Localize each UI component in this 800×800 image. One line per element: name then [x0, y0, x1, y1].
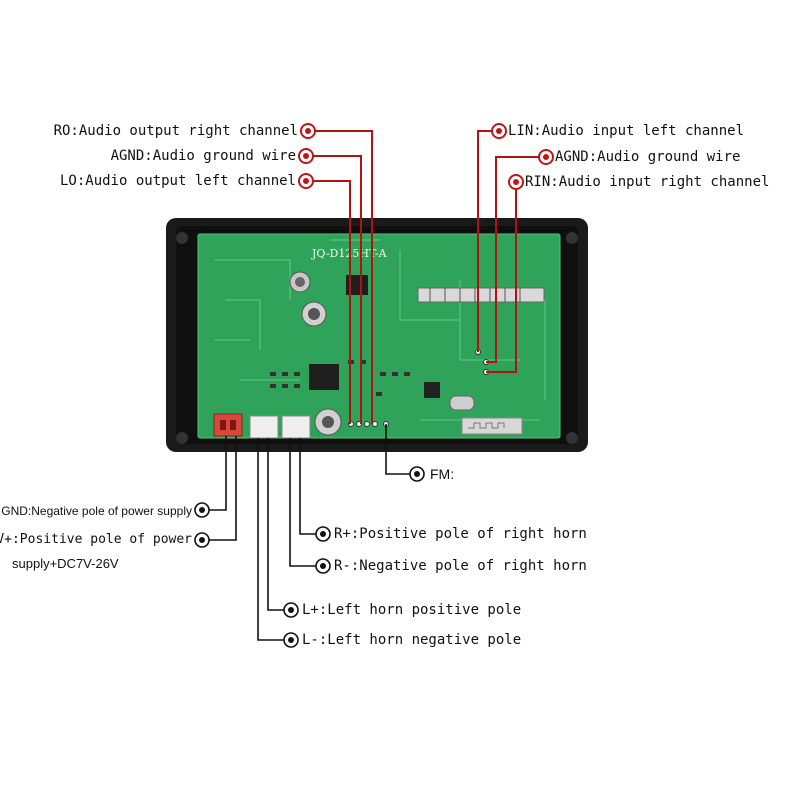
label-lin: LIN:Audio input left channel	[508, 123, 745, 139]
pcb-edge	[197, 233, 561, 439]
label-rin: RIN:Audio input right channel	[525, 174, 770, 190]
connector-pins	[429, 288, 521, 302]
label-vplus: V+:Positive pole of power	[0, 532, 192, 547]
label-rminus: R-:Negative pole of right horn	[334, 558, 587, 574]
right-horn-connector-icon	[281, 415, 311, 439]
ic-chip-icon	[424, 382, 440, 398]
label-fm: FM:	[430, 466, 455, 482]
ic-chip-icon	[309, 364, 339, 390]
label-lminus: L-:Left horn negative pole	[302, 632, 522, 648]
mount-hole	[176, 432, 188, 444]
markers-black	[194, 466, 425, 648]
leader-lines-black	[209, 424, 410, 641]
label-agnd-right: AGND:Audio ground wire	[555, 149, 741, 165]
pcb	[198, 234, 560, 438]
label-gnd: GND:Negative pole of power supply	[1, 504, 192, 518]
power-pin	[230, 420, 236, 430]
mount-hole	[566, 232, 578, 244]
label-ro: RO:Audio output right channel	[53, 123, 298, 139]
power-connector-icon	[213, 413, 243, 437]
label-lplus: L+:Left horn positive pole	[302, 602, 522, 618]
label-vplus-range: supply+DC7V-26V	[12, 556, 119, 571]
crystal-icon	[449, 395, 475, 411]
left-horn-connector-icon	[249, 415, 279, 439]
mount-hole	[176, 232, 188, 244]
label-rplus: R+:Positive pole of right horn	[334, 526, 587, 542]
markers-red	[298, 123, 554, 190]
label-lo: LO:Audio output left channel	[59, 173, 296, 189]
power-pin	[220, 420, 226, 430]
label-agnd-left: AGND:Audio ground wire	[110, 148, 296, 164]
capacitor-top-icon	[308, 308, 320, 320]
display-connector-icon	[417, 287, 545, 303]
mount-hole	[566, 432, 578, 444]
antenna-trace	[468, 422, 505, 429]
capacitor-top-icon	[322, 416, 334, 428]
capacitor-top-icon	[295, 277, 305, 287]
ic-chip-icon	[346, 275, 368, 295]
